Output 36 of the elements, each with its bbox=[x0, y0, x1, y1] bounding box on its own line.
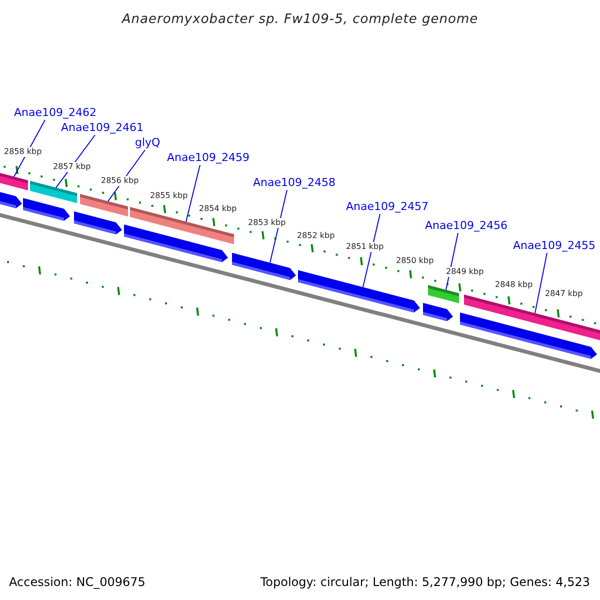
tick-label: 2854 kbp bbox=[199, 204, 237, 214]
leader-line bbox=[186, 164, 200, 222]
gene-block bbox=[23, 198, 70, 221]
gene-bar bbox=[0, 170, 28, 190]
tick-label: 2847 kbp bbox=[545, 289, 583, 299]
tick-label: 2853 kbp bbox=[248, 218, 286, 228]
gene-label: glyQ bbox=[135, 136, 160, 150]
gene-bar bbox=[30, 180, 77, 204]
gene-label: Anae109_2456 bbox=[425, 219, 508, 233]
gene-bar bbox=[428, 285, 459, 304]
leader-line bbox=[534, 252, 548, 314]
tick-label: 2857 kbp bbox=[53, 162, 91, 172]
tick-label: 2849 kbp bbox=[446, 267, 484, 277]
gene-bar bbox=[80, 194, 128, 217]
gene-block bbox=[0, 189, 22, 208]
gene-block bbox=[423, 302, 453, 322]
gene-label: Anae109_2462 bbox=[14, 106, 96, 120]
gene-block bbox=[74, 211, 122, 234]
tick-label: 2851 kbp bbox=[346, 242, 384, 252]
gene-label: Anae109_2458 bbox=[253, 176, 336, 190]
accession-info: Accession: NC_009675 bbox=[9, 574, 146, 590]
tick-label: 2858 kbp bbox=[4, 147, 42, 157]
tick-label: 2850 kbp bbox=[396, 256, 434, 266]
gene-label: Anae109_2455 bbox=[513, 239, 596, 253]
leader-line bbox=[362, 214, 380, 288]
gene-label: Anae109_2457 bbox=[346, 200, 428, 214]
leader-line bbox=[270, 190, 288, 264]
gene-label: Anae109_2461 bbox=[61, 121, 144, 135]
tick-label: 2848 kbp bbox=[495, 280, 533, 290]
tick-label: 2852 kbp bbox=[297, 231, 335, 241]
genome-info: Topology: circular; Length: 5,277,990 bp; Genes: 4,523 bbox=[260, 574, 590, 590]
title: Anaeromyxobacter sp. Fw109-5, complete genome bbox=[120, 11, 480, 29]
gene-label: Anae109_2459 bbox=[167, 151, 250, 165]
tick-label: 2855 kbp bbox=[150, 191, 188, 201]
gene-block bbox=[232, 252, 296, 280]
tick-label: 2856 kbp bbox=[101, 176, 139, 186]
